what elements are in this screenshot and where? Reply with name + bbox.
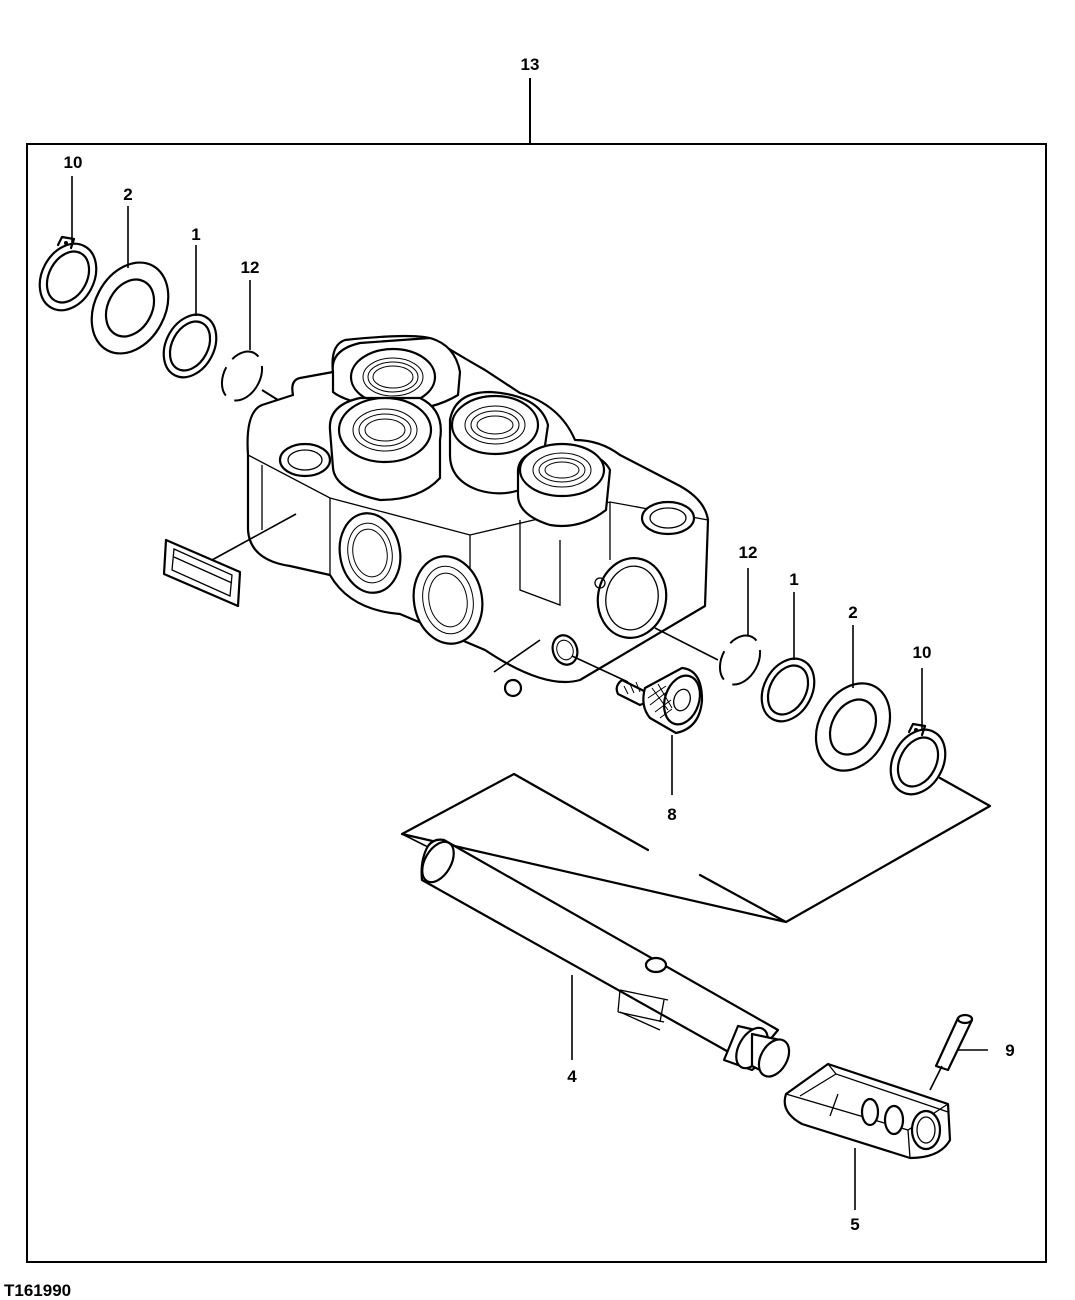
spool — [420, 838, 791, 1078]
oring-right — [718, 634, 762, 686]
washer-right — [814, 682, 892, 772]
callout-12-left: 12 — [241, 258, 260, 277]
figure-id: T161990 — [4, 1281, 71, 1300]
callout-2-left: 2 — [123, 185, 132, 204]
callout-9: 9 — [1005, 1041, 1014, 1060]
oring-left — [220, 350, 264, 402]
check-ball — [503, 678, 523, 698]
callout-10-right: 10 — [913, 643, 932, 662]
callout-12-right: 12 — [739, 543, 758, 562]
callout-8: 8 — [667, 805, 676, 824]
washer-left — [90, 261, 170, 355]
nameplate — [162, 538, 242, 608]
seal-left — [162, 313, 218, 379]
valve-body — [246, 334, 710, 684]
callout-1-right: 1 — [789, 570, 798, 589]
plug — [615, 666, 704, 735]
callout-10-left: 10 — [64, 153, 83, 172]
seal-right — [760, 657, 816, 723]
handle-clevis — [783, 1062, 952, 1160]
callout-5: 5 — [850, 1215, 859, 1234]
callout-1-left: 1 — [191, 225, 200, 244]
callout-13: 13 — [521, 55, 540, 74]
insertion-bracket — [400, 772, 992, 924]
assembly-frame — [26, 143, 1047, 1263]
snap-ring-right — [889, 722, 947, 796]
snap-ring-left — [38, 235, 98, 312]
pin — [934, 1013, 974, 1072]
callout-4: 4 — [567, 1067, 577, 1086]
callout-2-right: 2 — [848, 603, 857, 622]
